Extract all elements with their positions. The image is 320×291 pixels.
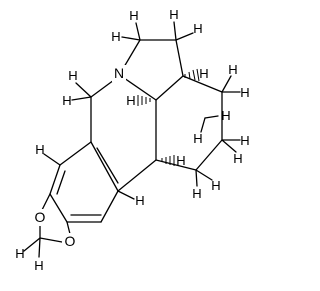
bond-h-ar-bottom bbox=[117, 190, 135, 200]
bond-h-cyc-d1 bbox=[204, 115, 219, 119]
bond-h-cyc-a1 bbox=[221, 75, 232, 93]
hashed-bond-top bbox=[184, 68, 200, 82]
nitrogen-label: N bbox=[114, 65, 124, 81]
h-cyc-c1: H bbox=[211, 178, 220, 193]
chemical-structure-diagram: N O O H H H H H H H H H H H H H H H H H … bbox=[15, 7, 249, 273]
oxygen-left-label: O bbox=[35, 209, 46, 225]
bond-c-c-junction bbox=[155, 75, 184, 101]
bond-ar-1-inner bbox=[96, 147, 119, 184]
h-top-left-a: H bbox=[129, 8, 138, 23]
bond-c-c-right-top bbox=[175, 39, 184, 77]
h-top-left-b: H bbox=[111, 29, 120, 44]
bond-ar-5-inner bbox=[56, 170, 66, 195]
bond-h-ar-left bbox=[43, 153, 61, 166]
h-cyc-b1: H bbox=[240, 133, 249, 148]
bond-ar-4 bbox=[49, 193, 68, 223]
h-cyc-a1: H bbox=[228, 62, 237, 77]
h-stereo-top: H bbox=[199, 66, 208, 81]
bond-ch2-o-right bbox=[39, 237, 63, 243]
bond-h-top-right-a bbox=[173, 21, 177, 41]
bond-h-nc-b bbox=[71, 96, 92, 101]
h-nc-b: H bbox=[62, 93, 71, 108]
bond-h-cyc-c1 bbox=[195, 169, 213, 181]
h-cyc-c2: H bbox=[192, 186, 201, 201]
bond-h-cyc-d2 bbox=[200, 117, 206, 133]
bond-h-cyc-b2 bbox=[221, 139, 237, 153]
bond-ar-1 bbox=[90, 141, 119, 192]
bond-n-ch2 bbox=[90, 79, 115, 98]
bond-h-md-a bbox=[23, 237, 41, 252]
h-methylenedioxy-b: H bbox=[34, 258, 43, 273]
bond-h-top-left-a bbox=[135, 22, 141, 41]
h-cyc-d1: H bbox=[221, 108, 230, 123]
hydrogen-labels: H H H H H H H H H H H H H H H H H H H H … bbox=[15, 7, 249, 273]
bond-h-nc-a bbox=[75, 82, 92, 98]
bond-ar-o-right bbox=[66, 221, 71, 235]
h-cyc-a2: H bbox=[240, 85, 249, 100]
h-methylenedioxy-a: H bbox=[15, 246, 24, 261]
h-aromatic-left: H bbox=[35, 142, 44, 157]
bonds bbox=[23, 21, 241, 258]
bond-ar-5 bbox=[49, 164, 61, 195]
atom-labels: N O O bbox=[32, 65, 126, 250]
hashed-bond-center bbox=[137, 95, 151, 106]
bond-h-top-left-b bbox=[121, 36, 141, 41]
h-cyc-d2: H bbox=[193, 131, 202, 146]
bond-n-c-top bbox=[123, 39, 141, 68]
bond-ar-6 bbox=[59, 141, 92, 166]
bond-cyc-3 bbox=[195, 139, 223, 171]
bond-h-top-right-b bbox=[175, 32, 194, 41]
bond-h-cyc-c2 bbox=[195, 169, 198, 187]
bond-cyc-4 bbox=[155, 159, 197, 171]
h-stereo-center: H bbox=[126, 93, 135, 108]
h-aromatic-bottom: H bbox=[135, 193, 144, 208]
bond-h-md-b bbox=[38, 237, 41, 258]
oxygen-right-label: O bbox=[65, 233, 76, 249]
h-nc-a: H bbox=[68, 68, 77, 83]
hashed-bond-lower bbox=[161, 155, 175, 166]
h-stereo-lower: H bbox=[176, 153, 185, 168]
bond-ar-o-left bbox=[41, 193, 51, 211]
h-top-right-a: H bbox=[169, 7, 178, 22]
bond-n-c-junction bbox=[123, 77, 157, 101]
h-top-right-b: H bbox=[193, 21, 202, 36]
bond-ar-c-junction bbox=[117, 159, 157, 192]
bond-ar-2 bbox=[100, 190, 119, 223]
h-cyc-b2: H bbox=[233, 151, 242, 166]
